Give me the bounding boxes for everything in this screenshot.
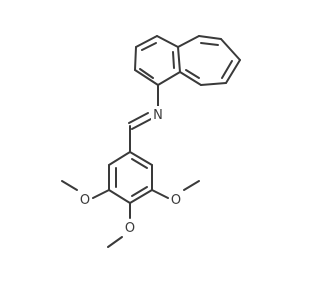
bond-imine-1 bbox=[131, 118, 152, 130]
bond-o-methyl-left bbox=[61, 180, 78, 191]
bond-ring-a-3 bbox=[135, 35, 158, 48]
bond-ring-b-6 bbox=[179, 71, 202, 86]
bond-ring-a-inner-2 bbox=[141, 42, 157, 51]
bond-ring-a-2 bbox=[134, 46, 137, 71]
oxygen-left-label: O bbox=[80, 193, 90, 208]
bond-aryl-inner-3 bbox=[131, 158, 148, 169]
bond-ring-a-6 bbox=[157, 71, 181, 86]
oxygen-right-label: O bbox=[171, 193, 181, 208]
bond-ring-a-inner-1 bbox=[139, 68, 154, 79]
bond-o-methyl-middle bbox=[107, 236, 123, 248]
atom-labels: N O O O bbox=[78, 106, 183, 236]
bond-aryl-1 bbox=[108, 151, 131, 166]
nitrogen-label: N bbox=[153, 108, 163, 123]
bond-ring-b-inner-2 bbox=[221, 60, 233, 79]
bond-aryl-o-left bbox=[92, 189, 110, 199]
chemical-structure: N O O O bbox=[61, 35, 241, 248]
bond-ring-a-inner-3 bbox=[172, 51, 175, 69]
bond-aryl-3 bbox=[108, 189, 131, 204]
bond-ring-b-2 bbox=[198, 35, 222, 40]
bond-ring-b-5 bbox=[200, 82, 227, 86]
bond-aryl-o-right bbox=[151, 189, 169, 199]
bond-aryl-inner-2 bbox=[131, 186, 148, 197]
bond-ring-b-inner-1 bbox=[200, 42, 219, 46]
bond-aryl-6 bbox=[129, 151, 153, 166]
bond-o-methyl-right bbox=[183, 180, 200, 191]
bond-ring-b-1 bbox=[177, 35, 200, 48]
bond-ring-b-4 bbox=[225, 59, 241, 84]
bond-ring-a-4 bbox=[156, 35, 179, 48]
oxygen-middle-label: O bbox=[125, 221, 135, 236]
bond-imine-2 bbox=[128, 112, 149, 124]
bond-ring-a-1 bbox=[134, 69, 159, 86]
bond-ring-b-inner-3 bbox=[185, 69, 200, 79]
bond-aryl-4 bbox=[129, 189, 153, 204]
bond-ring-b-3 bbox=[220, 38, 241, 61]
bonds bbox=[61, 35, 241, 248]
bond-ring-fusion bbox=[177, 46, 181, 73]
